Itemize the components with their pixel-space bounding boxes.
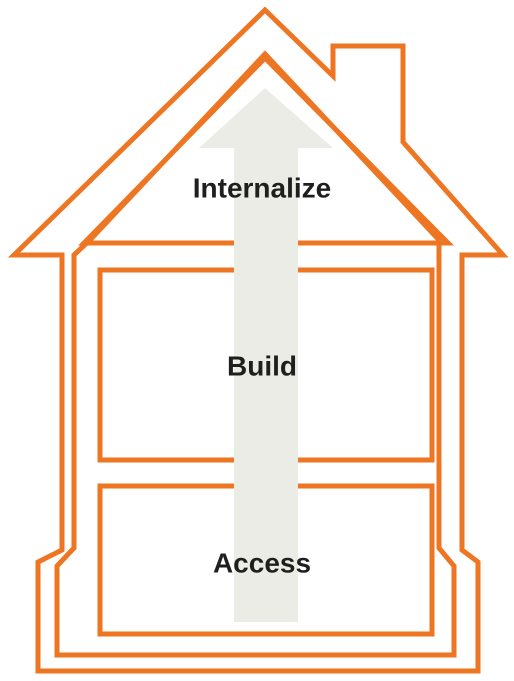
house-inner-outline: [54, 50, 457, 658]
level-label-internalize: Internalize: [193, 173, 331, 204]
upward-arrow: [199, 88, 333, 622]
house-outer-outline: [7, 6, 509, 674]
level-label-access: Access: [213, 548, 311, 579]
level-label-build: Build: [227, 351, 297, 382]
